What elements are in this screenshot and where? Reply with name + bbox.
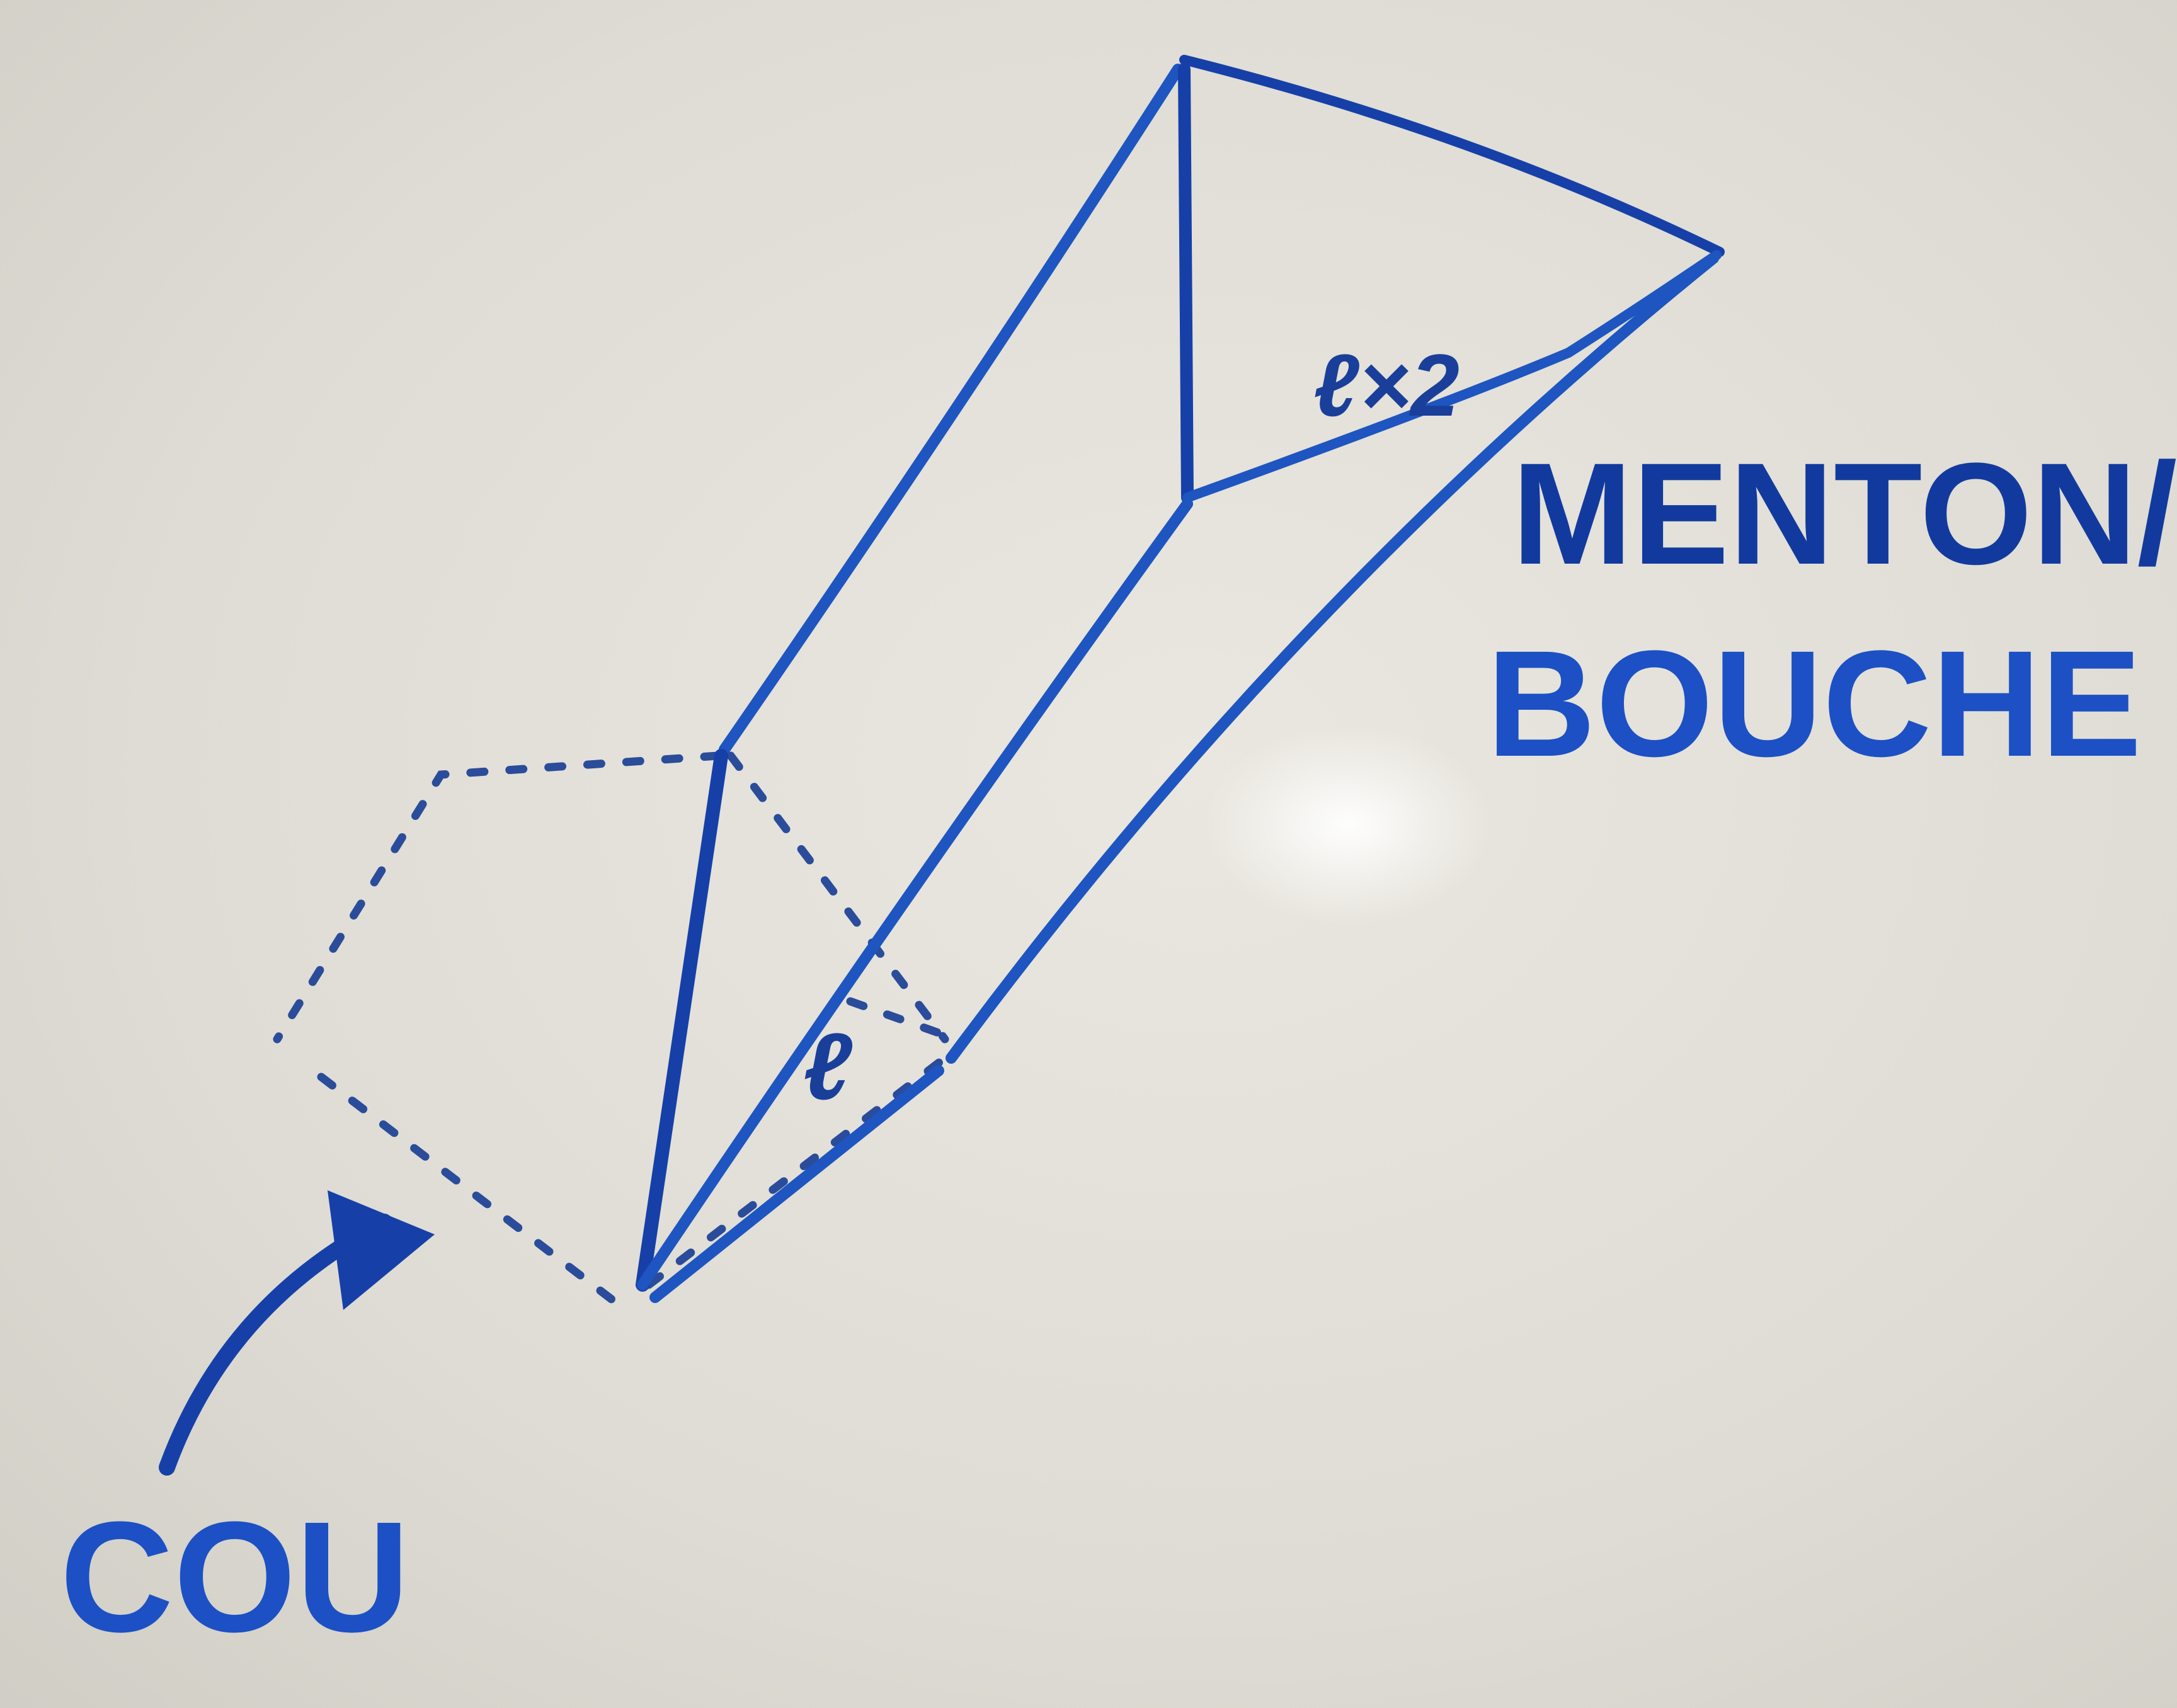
neck-dotted-outline [273, 751, 723, 1044]
neck-dotted-outline-lower [317, 1073, 622, 1308]
front-long-edge [946, 253, 1719, 1064]
base-front-edge [649, 1065, 944, 1303]
top-triangle-inner-edge [1182, 348, 1574, 503]
top-triangle-edge [1179, 55, 1725, 257]
chin-mouth-label-line2: BOUCHE [1487, 619, 2142, 788]
neck-arrow-head [328, 1190, 435, 1310]
length-times-two-label: ℓ×2 [1313, 336, 1460, 435]
neck-label: COU [60, 1489, 410, 1665]
length-label: ℓ [803, 1013, 853, 1119]
middle-long-edge [637, 498, 1193, 1290]
chin-mouth-label-line1: MENTON/ [1512, 433, 2177, 595]
top-triangle-side-edge [1563, 250, 1722, 358]
base-front-dotted [644, 1054, 949, 1289]
back-vertical-edge [636, 749, 728, 1292]
back-top-edge [719, 64, 1184, 755]
base-hidden-edge-dotted [846, 997, 943, 1037]
light-glare [1203, 724, 1493, 926]
front-vertical-edge [1178, 63, 1194, 504]
